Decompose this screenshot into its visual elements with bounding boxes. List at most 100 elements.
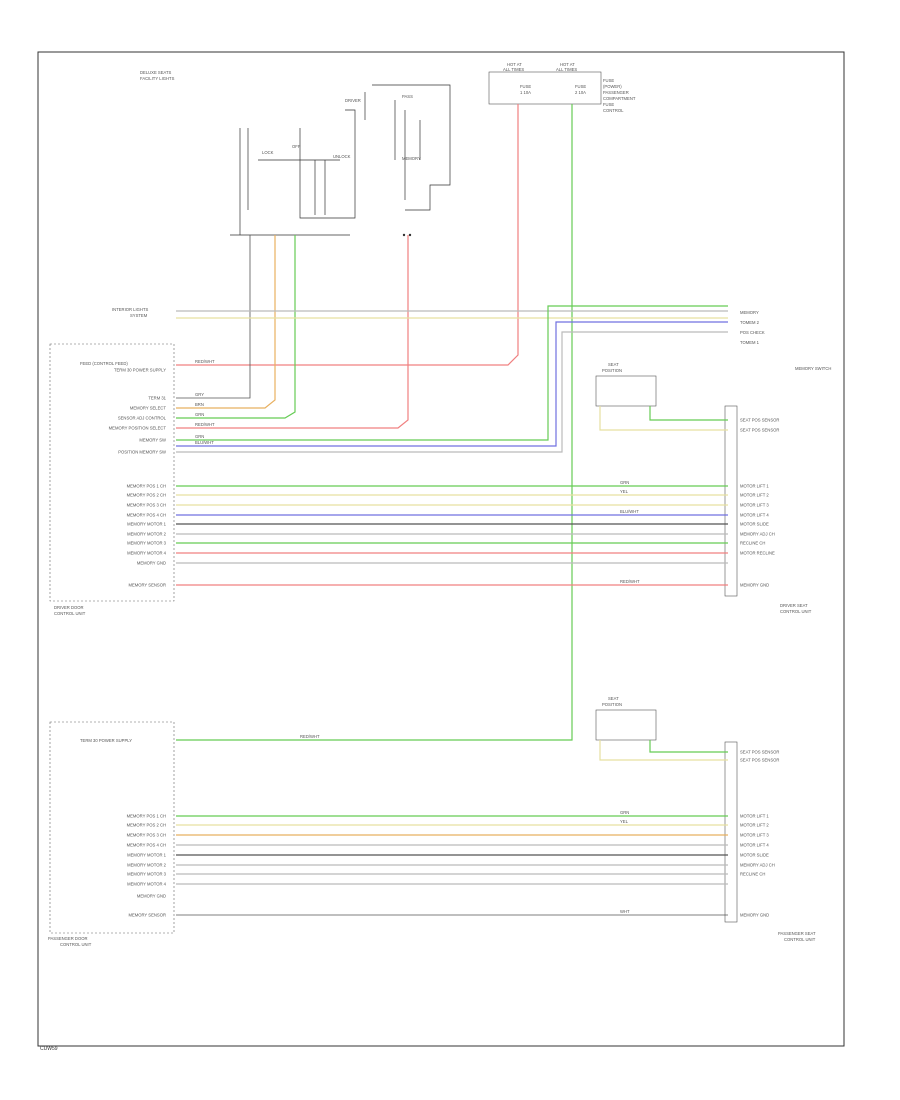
- switch-label-unlock: UNLOCK: [333, 154, 351, 159]
- passenger-seat-block-label-2: POSITION: [602, 702, 622, 707]
- svg-text:MEMORY: MEMORY: [740, 310, 759, 315]
- interior-lights-label-1: INTERIOR LIGHTS: [112, 307, 149, 312]
- wire-memory-gray: [176, 331, 728, 453]
- wire-color-tag: WHT: [620, 909, 630, 914]
- wire-color-tag: GRN: [620, 810, 629, 815]
- passenger-ecu-pin-label: MEMORY MOTOR 1: [127, 853, 167, 858]
- driver-ecu-pin-label: MEMORY MOTOR 4: [127, 551, 167, 556]
- driver-seat-pin-label: RECLINE CH: [740, 541, 765, 546]
- wire-color-tag: RED/WHT: [195, 422, 215, 427]
- svg-text:TOMEM 2: TOMEM 2: [740, 320, 760, 325]
- passenger-seat-pin-label: MOTOR SLIDE: [740, 853, 769, 858]
- driver-seat-pin-label: MOTOR RECLINE: [740, 551, 775, 556]
- passenger-seat-pin-label: MOTOR LIFT 1: [740, 814, 769, 819]
- hot-at-all-times-a-2: ALL TIMES: [503, 67, 524, 72]
- wire-fuse-b-green: [176, 104, 573, 741]
- passenger-ecu-feed: TERM 30 POWER SUPPLY: [80, 738, 132, 743]
- wire-color-tag: BLU/WHT: [195, 440, 214, 445]
- fuse-a-1: FUSE: [520, 84, 531, 89]
- passenger-ecu-pin-label: MEMORY POS 3 CH: [127, 833, 166, 838]
- svg-text:PASSENGER: PASSENGER: [603, 90, 629, 95]
- svg-text:FUSE: FUSE: [603, 78, 614, 83]
- driver-seat-pin-label: MOTOR LIFT 1: [740, 484, 769, 489]
- passenger-seat-name-2: CONTROL UNIT: [784, 937, 816, 942]
- switch-title-line2: FACILITY LIGHTS: [140, 76, 175, 81]
- wire-color-tag: YEL: [620, 489, 629, 494]
- svg-text:TOMEM 1: TOMEM 1: [740, 340, 760, 345]
- wire-color-tag: GRN: [195, 434, 204, 439]
- driver-ecu-pin-label: MEMORY GND: [137, 561, 166, 566]
- driver-ecu-pin-label: MEMORY POSITION SELECT: [109, 426, 167, 431]
- passenger-seat-pin-label: MEMORY ADJ CH: [740, 863, 775, 868]
- wire-color-tag: BRN: [195, 402, 204, 407]
- driver-ecu-pin-label: MEMORY POS 3 CH: [127, 503, 166, 508]
- driver-seat-name-2: CONTROL UNIT: [780, 609, 812, 614]
- wire-color-tag: RED/WHT: [300, 734, 320, 739]
- svg-text:COMPARTMENT: COMPARTMENT: [603, 96, 636, 101]
- switch-title-line1: DELUXE SEATS: [140, 70, 172, 75]
- wire-switch-orange: [176, 235, 276, 409]
- driver-seat-pin-label: MOTOR LIFT 2: [740, 493, 769, 498]
- wire-color-tag: BLU/WHT: [620, 509, 639, 514]
- wire-switch-red: [176, 235, 409, 429]
- passenger-ecu-pin-label: MEMORY POS 4 CH: [127, 843, 166, 848]
- passenger-ecu-pin-label: MEMORY MOTOR 4: [127, 882, 167, 887]
- driver-ecu-pin-label: MEMORY MOTOR 1: [127, 522, 167, 527]
- svg-text:(POWER): (POWER): [603, 84, 622, 89]
- wire-passenger-sensor-feed-2: [649, 740, 728, 753]
- passenger-ecu-name-1: PASSENGER DOOR: [48, 936, 87, 941]
- driver-ecu-pin-labels: TERM 30 POWER SUPPLY TERM 31 MEMORY SELECT…: [109, 368, 167, 588]
- driver-seat-pin-label: MOTOR SLIDE: [740, 522, 769, 527]
- wire-driver-sensor-feed: [599, 406, 728, 431]
- passenger-seat-pin-label: MEMORY GND: [740, 913, 769, 918]
- svg-text:CONTROL: CONTROL: [603, 108, 624, 113]
- driver-ecu-pin-label: MEMORY MOTOR 2: [127, 532, 167, 537]
- wire-color-tag: GRN: [195, 412, 204, 417]
- driver-seat-block-label-2: POSITION: [602, 368, 622, 373]
- driver-seat-pin-label: MEMORY GND: [740, 583, 769, 588]
- driver-seat-pin-label: MEMORY ADJ CH: [740, 532, 775, 537]
- passenger-ecu-pin-label: MEMORY MOTOR 3: [127, 872, 167, 877]
- passenger-seat-pin-label: RECLINE CH: [740, 872, 765, 877]
- svg-text:FUSE: FUSE: [603, 102, 614, 107]
- passenger-ecu-pin-label: MEMORY POS 1 CH: [127, 814, 166, 819]
- interior-lights-label-2: SYSTEM: [130, 313, 148, 318]
- driver-ecu-pin-label: MEMORY POS 4 CH: [127, 513, 166, 518]
- passenger-ecu-pin-label: MEMORY SENSOR: [128, 913, 166, 918]
- wire-color-tag: GRY: [195, 392, 204, 397]
- driver-seat-pin-label: MOTOR LIFT 3: [740, 503, 769, 508]
- fuse-b-2: 2 10A: [575, 90, 586, 95]
- wire-color-tag: YEL: [620, 819, 629, 824]
- passenger-seat-pin-label: MOTOR LIFT 4: [740, 843, 769, 848]
- passenger-seat-name-1: PASSENGER SEAT: [778, 931, 816, 936]
- driver-ecu-pin-label: TERM 30 POWER SUPPLY: [114, 368, 166, 373]
- driver-ecu-pin-label: POSITION MEMORY SW: [118, 450, 166, 455]
- switch-label-pass: PASS: [402, 94, 413, 99]
- wire-driver-sensor-feed-2: [649, 406, 728, 421]
- driver-ecu-name-2: CONTROL UNIT: [54, 611, 86, 616]
- driver-ecu-name-1: DRIVER DOOR: [54, 605, 84, 610]
- passenger-seat-pin-label: SEAT POS SENSOR: [740, 758, 779, 763]
- wire-switch-green: [176, 235, 296, 419]
- wire-switch-ground: [176, 235, 251, 399]
- passenger-seat-control-unit: [724, 741, 738, 923]
- fuse-a-2: 1 10A: [520, 90, 531, 95]
- driver-ecu-pin-label: TERM 31: [148, 396, 166, 401]
- driver-ecu-pin-label: MEMORY SELECT: [130, 406, 167, 411]
- switch-label-off: OFF: [292, 144, 301, 149]
- hot-at-all-times-b-1: HOT AT: [560, 62, 575, 67]
- driver-ecu-pin-label: MEMORY SENSOR: [128, 583, 166, 588]
- passenger-seat-pin-label: MOTOR LIFT 3: [740, 833, 769, 838]
- driver-seat-pin-label: SEAT POS SENSOR: [740, 428, 779, 433]
- driver-seat-pin-label: MOTOR LIFT 4: [740, 513, 769, 518]
- driver-ecu-pin-label: MEMORY MOTOR 3: [127, 541, 167, 546]
- fuse-b-1: FUSE: [575, 84, 586, 89]
- driver-seat-name-1: DRIVER SEAT: [780, 603, 808, 608]
- driver-door-control-unit: [49, 343, 175, 602]
- passenger-ecu-pin-label: MEMORY MOTOR 2: [127, 863, 167, 868]
- driver-ecu-pin-label: SENSOR ADJ CONTROL: [118, 416, 167, 421]
- ignition-switch-block: [230, 84, 451, 237]
